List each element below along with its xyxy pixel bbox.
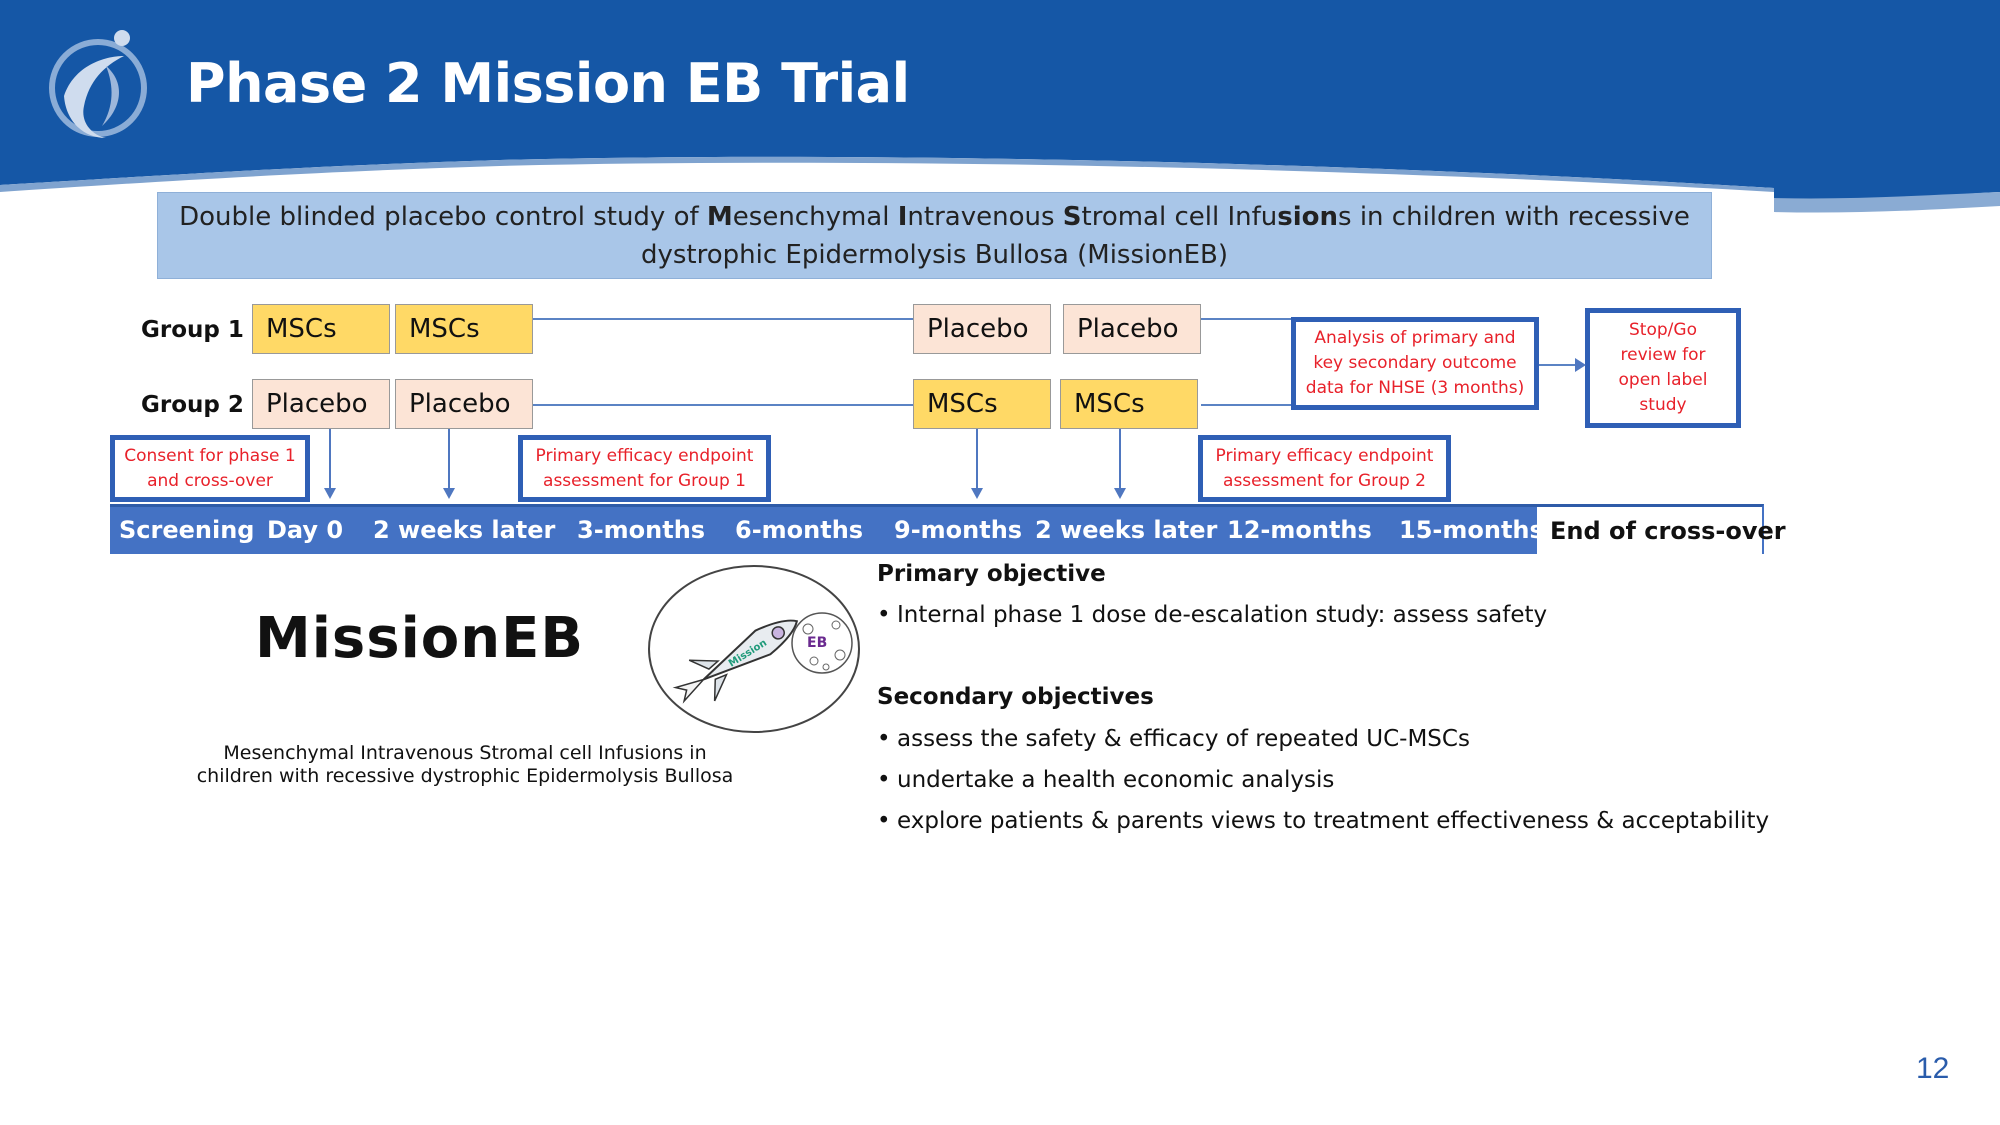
banner-text: ntravenous: [907, 201, 1063, 232]
analysis-note-text: Analysis of primary and key secondary ou…: [1305, 328, 1525, 398]
timeline-2-weeks: 2 weeks later: [373, 516, 556, 544]
banner-line-2: dystrophic Epidermolysis Bullosa (Missio…: [640, 239, 1229, 270]
group-1-connector: [1201, 318, 1291, 320]
banner-bold: I: [897, 201, 908, 232]
missioneb-subtitle-line: Mesenchymal Intravenous Stromal cell Inf…: [223, 742, 707, 764]
page-number: 12: [1916, 1052, 1950, 1085]
group-1-dose-2: MSCs: [395, 304, 533, 354]
group-2-dose-2: Placebo: [395, 379, 533, 429]
stop-go-note: Stop/Go review for open label study: [1585, 308, 1741, 428]
group-1-connector: [533, 318, 913, 320]
group-2-dose-3: MSCs: [913, 379, 1051, 429]
arrow-right-icon: [1575, 358, 1586, 372]
arrow-2weeks: [448, 429, 450, 489]
rocket-illustration-icon: Mission EB: [648, 565, 860, 733]
arrow-head-icon: [1114, 488, 1126, 499]
eb-badge-label: EB: [807, 635, 827, 651]
primary-endpoint-group2-text: Primary efficacy endpoint assessment for…: [1215, 445, 1434, 491]
secondary-objectives-heading: Secondary objectives: [877, 684, 1154, 710]
group-2-connector: [533, 404, 913, 406]
group-1-dose-4: Placebo: [1063, 304, 1201, 354]
banner-line-1: Double blinded placebo control study of …: [179, 198, 1690, 236]
arrow-9months-2weeks: [1119, 429, 1121, 489]
secondary-objective-item: undertake a health economic analysis: [877, 767, 1334, 793]
timeline-screening: Screening: [119, 516, 255, 544]
missioneb-subtitle: Mesenchymal Intravenous Stromal cell Inf…: [150, 742, 780, 788]
banner-text: tromal cell Infu: [1081, 201, 1278, 232]
study-description-banner: Double blinded placebo control study of …: [157, 192, 1712, 279]
arrow-9months: [976, 429, 978, 489]
arrow-head-icon: [971, 488, 983, 499]
consent-note: Consent for phase 1 and cross-over: [110, 435, 310, 502]
group-2-dose-4: MSCs: [1060, 379, 1198, 429]
timeline-12-months: 12-months: [1227, 516, 1372, 544]
consent-note-text: Consent for phase 1 and cross-over: [124, 445, 296, 491]
missioneb-logo-text: MissionEB: [255, 606, 585, 671]
arrow-head-icon: [443, 488, 455, 499]
timeline-2-weeks-later: 2 weeks later: [1035, 516, 1218, 544]
timeline-6-months: 6-months: [735, 516, 864, 544]
header-band: [0, 0, 2000, 213]
timeline-end-cell: [1537, 504, 1764, 554]
banner-bold: sion: [1277, 201, 1339, 232]
secondary-objective-item: explore patients & parents views to trea…: [877, 808, 1769, 834]
timeline-3-months: 3-months: [577, 516, 706, 544]
slide-title: Phase 2 Mission EB Trial: [186, 52, 910, 115]
timeline-bar: Screening Day 0 2 weeks later 3-months 6…: [110, 504, 1764, 554]
timeline-day0: Day 0: [267, 516, 344, 544]
group-2-connector: [1201, 404, 1291, 406]
banner-bold: S: [1062, 201, 1082, 232]
missioneb-subtitle-line: children with recessive dystrophic Epide…: [196, 765, 734, 787]
banner-text: s in children with recessive: [1338, 201, 1690, 232]
primary-endpoint-group1-text: Primary efficacy endpoint assessment for…: [535, 445, 754, 491]
group-2-label: Group 2: [141, 392, 244, 418]
timeline-end-of-crossover: End of cross-over: [1550, 517, 1786, 545]
secondary-objective-item: assess the safety & efficacy of repeated…: [877, 726, 1470, 752]
arrow-head-icon: [324, 488, 336, 499]
foundation-logo-icon: [49, 30, 147, 138]
primary-endpoint-group2-note: Primary efficacy endpoint assessment for…: [1198, 435, 1451, 502]
group-1-dose-3: Placebo: [913, 304, 1051, 354]
stop-go-note-text: Stop/Go review for open label study: [1618, 320, 1708, 415]
banner-text: esenchymal: [732, 201, 898, 232]
group-1-label: Group 1: [141, 317, 244, 343]
arrow-day0: [329, 429, 331, 489]
analysis-note: Analysis of primary and key secondary ou…: [1291, 317, 1539, 410]
timeline-9-months: 9-months: [894, 516, 1023, 544]
primary-objective-item: Internal phase 1 dose de-escalation stud…: [877, 602, 1547, 628]
analysis-to-stopgo-arrow: [1539, 364, 1577, 366]
primary-objective-heading: Primary objective: [877, 561, 1106, 587]
primary-endpoint-group1-note: Primary efficacy endpoint assessment for…: [518, 435, 771, 502]
banner-bold: M: [706, 201, 733, 232]
group-2-dose-1: Placebo: [252, 379, 390, 429]
group-1-dose-1: MSCs: [252, 304, 390, 354]
banner-text: Double blinded placebo control study of: [179, 201, 707, 232]
timeline-15-months: 15-months: [1399, 516, 1544, 544]
